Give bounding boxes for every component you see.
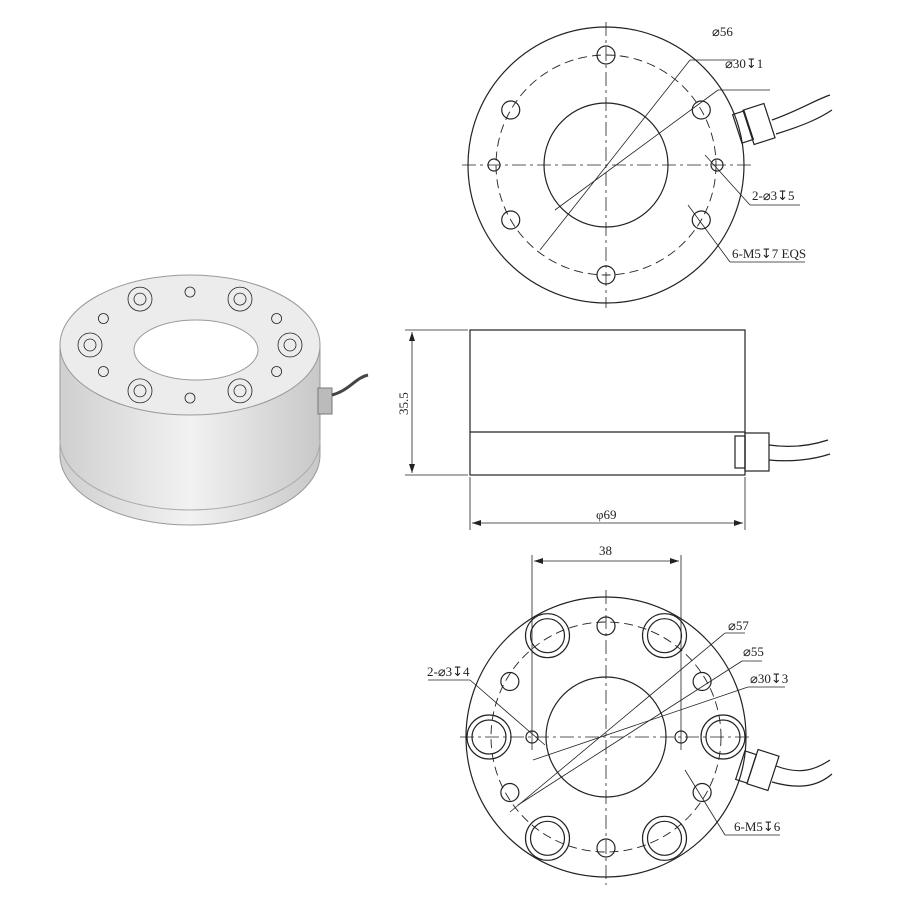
label-dia57: ⌀57 <box>728 618 749 633</box>
pin-hole <box>487 158 501 172</box>
iso-bolt-head <box>133 292 147 306</box>
bottom-view: 38 ⌀57 ⌀55 ⌀30↧3 2-⌀3↧4 6-M5↧6 <box>427 543 833 885</box>
iso-small-hole <box>97 366 109 377</box>
counterbore-hole-inner <box>646 820 683 856</box>
counterbore-hole <box>700 714 746 760</box>
threaded-hole <box>691 100 711 120</box>
side-view: 35.5 φ69 <box>396 329 831 530</box>
counterbore-hole <box>524 613 571 659</box>
counterbore-hole <box>524 815 571 861</box>
counterbore-hole-inner <box>529 820 566 856</box>
counterbore-hole <box>466 714 512 760</box>
iso-small-hole <box>271 366 283 377</box>
threaded-hole <box>691 210 711 230</box>
threaded-hole <box>596 45 616 65</box>
iso-bolt-head <box>283 338 297 352</box>
diameter-dimension: φ69 <box>596 507 617 522</box>
label-dia30-depth1: ⌀30↧1 <box>725 56 763 71</box>
iso-small-hole <box>97 313 109 324</box>
threaded-hole <box>692 671 712 692</box>
label-dia30-depth3: ⌀30↧3 <box>750 671 788 686</box>
iso-bolt-hole <box>127 378 153 404</box>
label-2-dia3-depth5: 2-⌀3↧5 <box>752 188 795 203</box>
iso-bolt-head <box>233 292 247 306</box>
label-2-dia3-depth4: 2-⌀3↧4 <box>427 664 470 679</box>
height-dimension: 35.5 <box>396 392 411 415</box>
pin-hole <box>710 158 724 172</box>
iso-bolt-head <box>133 384 147 398</box>
threaded-hole <box>596 265 616 285</box>
counterbore-hole-inner <box>705 719 741 755</box>
isometric-view <box>59 274 369 526</box>
top-view: ⌀56 ⌀30↧1 2-⌀3↧5 6-M5↧7 EQS <box>462 22 833 308</box>
threaded-hole <box>501 100 521 120</box>
width-dimension: 38 <box>599 543 612 558</box>
iso-bolt-hole <box>277 332 303 358</box>
counterbore-hole <box>641 815 688 861</box>
threaded-hole <box>501 210 521 230</box>
threaded-hole <box>596 838 616 858</box>
iso-small-hole <box>271 313 283 324</box>
label-dia56: ⌀56 <box>712 24 733 39</box>
iso-small-hole <box>184 392 196 404</box>
counterbore-hole <box>641 613 688 659</box>
counterbore-hole-inner <box>471 719 507 755</box>
threaded-hole <box>692 782 712 803</box>
counterbore-hole-inner <box>529 618 566 654</box>
iso-small-hole <box>184 286 196 298</box>
label-dia55: ⌀55 <box>743 644 764 659</box>
iso-bolt-hole <box>227 378 253 404</box>
cable-gland-icon <box>734 432 831 472</box>
iso-bolt-hole <box>127 286 153 312</box>
threaded-hole <box>500 671 520 692</box>
iso-bolt-head <box>233 384 247 398</box>
label-6-m5-depth6: 6-M5↧6 <box>734 819 781 834</box>
cable-gland-icon <box>731 94 833 146</box>
threaded-hole <box>596 616 616 636</box>
iso-bolt-head <box>83 338 97 352</box>
label-6-m5-depth7: 6-M5↧7 EQS <box>732 246 806 261</box>
iso-bolt-hole <box>227 286 253 312</box>
counterbore-hole-inner <box>646 618 683 654</box>
iso-bolt-hole <box>77 332 103 358</box>
cable-gland-icon <box>734 748 833 792</box>
threaded-hole <box>500 782 520 803</box>
